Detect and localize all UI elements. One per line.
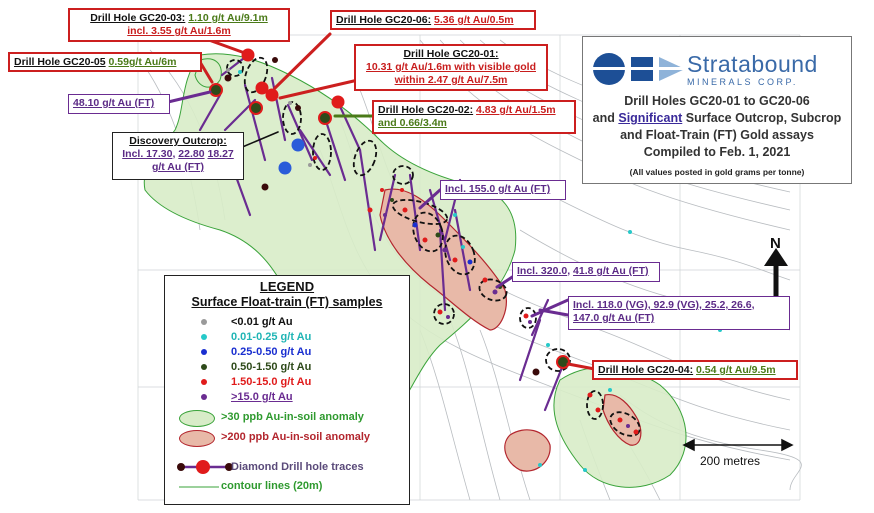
legend-drill-trace-icon — [177, 460, 233, 474]
legend-subtitle: Surface Float-train (FT) samples — [191, 295, 383, 309]
scale-label: 200 metres — [700, 454, 761, 468]
legend-class-label: 0.01-0.25 g/t Au — [231, 331, 312, 343]
legend-class-label: 0.50-1.50 g/t Au — [231, 361, 312, 373]
title-box: Stratabound MINERALS CORP. Drill Holes G… — [582, 36, 852, 184]
callout-gc20-04: Drill Hole GC20-04: 0.54 g/t Au/9.5m — [592, 360, 798, 380]
legend-class-row: 1.50-15.0 g/t Au — [165, 376, 409, 390]
legend-dot-icon — [201, 394, 207, 400]
callout-ft-320: Incl. 320.0, 41.8 g/t Au (FT) — [512, 262, 660, 282]
sample-points — [226, 68, 722, 472]
legend-dot-icon — [201, 319, 207, 325]
legend-label-soil30: >30 ppb Au-in-soil anomaly — [221, 411, 364, 423]
legend-label-contour: contour lines (20m) — [221, 480, 323, 492]
title-note: (All values posted in gold grams per ton… — [629, 167, 805, 177]
legend-class-row: <0.01 g/t Au — [165, 316, 409, 330]
legend-dot-icon — [201, 349, 207, 355]
callout-discovery-outcrop: Discovery Outcrop: Incl. 17.30, 22.80 18… — [112, 132, 244, 180]
callout-leaders — [166, 32, 602, 372]
legend-title: LEGEND — [259, 279, 315, 294]
callout-gc20-01: Drill Hole GC20-01: 10.31 g/t Au/1.6m wi… — [354, 44, 548, 91]
callout-gc20-03: Drill Hole GC20-03: 1.10 g/t Au/9.1m inc… — [68, 8, 290, 42]
north-label: N — [770, 235, 781, 252]
title-text: Drill Holes GC20-01 to GC20-06 and Signi… — [592, 94, 842, 159]
legend-contour-icon — [179, 486, 219, 488]
legend-class-label: 0.25-0.50 g/t Au — [231, 346, 312, 358]
scale-bar — [682, 438, 794, 452]
callout-gc20-02: Drill Hole GC20-02: 4.83 g/t Au/1.5m and… — [372, 100, 576, 134]
drill-collars — [209, 48, 570, 376]
callout-gc20-06: Drill Hole GC20-06: 5.36 g/t Au/0.5m — [330, 10, 536, 30]
legend-class-label: >15.0 g/t Au — [231, 391, 293, 403]
sample-ellipses — [226, 56, 641, 437]
legend-class-label: 1.50-15.0 g/t Au — [231, 376, 312, 388]
legend-class-row: 0.50-1.50 g/t Au — [165, 361, 409, 375]
legend-dot-icon — [201, 334, 207, 340]
legend-dot-icon — [201, 379, 207, 385]
callout-ft-155: Incl. 155.0 g/t Au (FT) — [440, 180, 566, 200]
callout-ft-118: Incl. 118.0 (VG), 92.9 (VG), 25.2, 26.6,… — [568, 296, 790, 330]
legend-label-drill: Diamond Drill hole traces — [231, 461, 364, 473]
brand-subtitle: MINERALS CORP. — [687, 77, 798, 87]
legend-class-row: 0.25-0.50 g/t Au — [165, 346, 409, 360]
callout-gc20-05: Drill Hole GC20-05 0.59g/t Au/6m — [8, 52, 202, 72]
brand-name: Stratabound — [687, 51, 818, 77]
legend-class-row: >15.0 g/t Au — [165, 391, 409, 405]
legend-swatch-soil200 — [179, 430, 215, 447]
legend-dot-icon — [201, 364, 207, 370]
callout-ft-48: 48.10 g/t Au (FT) — [68, 94, 170, 114]
legend-label-soil200: >200 ppb Au-in-soil anomaly — [221, 431, 371, 443]
legend-class-label: <0.01 g/t Au — [231, 316, 293, 328]
legend-swatch-soil30 — [179, 410, 215, 427]
stratabound-logo-icon — [593, 53, 685, 85]
legend-class-row: 0.01-0.25 g/t Au — [165, 331, 409, 345]
legend: LEGEND Surface Float-train (FT) samples … — [164, 275, 410, 505]
